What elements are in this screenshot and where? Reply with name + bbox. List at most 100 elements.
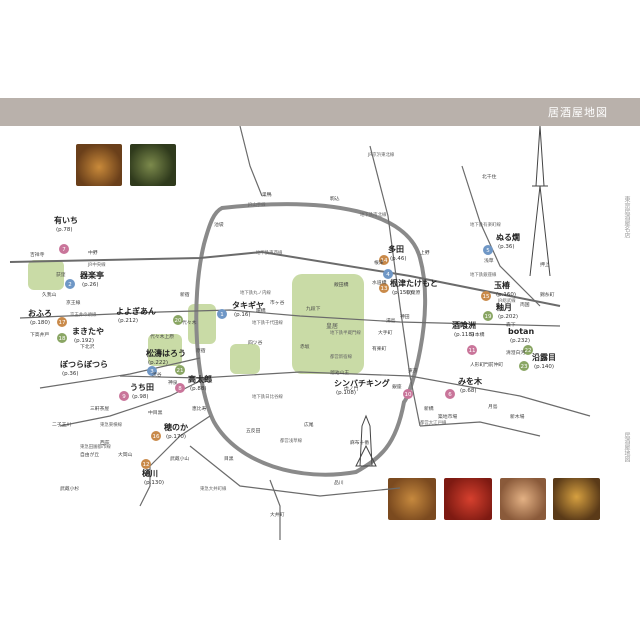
shop-pin-number: 5 — [486, 248, 490, 254]
shop-pin — [481, 291, 491, 301]
station-label: 駒込 — [330, 195, 340, 202]
station-label: 溜池山王 — [330, 369, 349, 376]
shop-name: 高太郎 — [188, 374, 212, 384]
station-label: 秋葉原 — [406, 289, 421, 296]
station-label: 広尾 — [304, 421, 314, 428]
station-label: 飯田橋 — [334, 281, 349, 288]
shop-pin-number: 17 — [59, 320, 66, 326]
page-title: 居酒屋地図 — [548, 106, 608, 119]
shop-name: よよぎあん — [116, 306, 156, 316]
station-label: 両国 — [520, 302, 530, 308]
shop-name: おふろ — [28, 309, 52, 318]
shop-name: 多田 — [388, 244, 404, 254]
station-label: 清澄白河 — [506, 349, 525, 356]
shop-page-ref: (p.118) — [454, 332, 474, 338]
station-label: 吉祥寺 — [30, 251, 45, 258]
side-label-upper: 東京居酒屋名店 — [623, 196, 630, 238]
shop-page-ref: (p.192) — [74, 338, 94, 344]
station-label: 森下 — [506, 321, 516, 328]
park-area — [230, 344, 260, 374]
shop-pin — [379, 283, 389, 293]
shop-pin — [403, 389, 413, 399]
shop-pin-number: 10 — [405, 392, 412, 398]
shop-pin-number: 15 — [483, 294, 490, 300]
station-label: 中目黒 — [148, 409, 163, 416]
shop-pin-number: 14 — [381, 258, 388, 264]
station-label: 三軒茶屋 — [90, 405, 109, 412]
station-label: 神田 — [400, 313, 410, 320]
shop-page-ref: (p.130) — [144, 480, 164, 486]
line-label: 地下鉄南北線 — [360, 211, 387, 218]
shop-page-ref: (p.46) — [390, 256, 407, 262]
palace-label: 皇居 — [326, 322, 338, 330]
shop-pin — [57, 333, 67, 343]
shop-pin-number: 1 — [220, 312, 224, 318]
shop-pin-number: 11 — [469, 348, 476, 354]
line-label: 地下鉄銀座線 — [470, 271, 497, 278]
shop-pin — [175, 383, 185, 393]
shop-pin-number: 9 — [122, 394, 126, 400]
station-label: 代々木上原 — [150, 333, 174, 340]
line-label: 地下鉄千代田線 — [252, 319, 283, 326]
shop-name: みを木 — [458, 376, 483, 386]
shop-pin-number: 7 — [62, 247, 66, 253]
shop-name: シンバチキング — [334, 378, 390, 388]
shop-pin — [57, 317, 67, 327]
station-label: 虎ノ門 — [344, 385, 359, 392]
shop-pin — [379, 255, 389, 265]
food-photo-shellfish — [76, 144, 122, 186]
station-label: 下北沢 — [80, 343, 95, 350]
shop-pin — [65, 279, 75, 289]
line-label: 都営大江戸線 — [420, 419, 447, 426]
shop-pins: 1タキギヤ(p.16)2器楽亭(p.26)3ぼつらぼつら(p.36)4多田(p.… — [28, 215, 556, 486]
rail-lines — [9, 126, 591, 540]
station-label: 池袋 — [214, 221, 224, 228]
station-label: 二子玉川 — [52, 421, 71, 428]
park-area — [148, 334, 182, 366]
station-label: 表参道 — [198, 377, 213, 384]
shop-pin-number: 23 — [521, 364, 528, 370]
shop-page-ref: (p.202) — [498, 314, 518, 320]
header-band — [0, 98, 640, 126]
station-label: 久我山 — [42, 291, 57, 298]
line-label: JR中央線 — [87, 261, 106, 268]
shop-page-ref: (p.78) — [56, 227, 73, 233]
station-label: 新木場 — [510, 413, 525, 420]
station-label: 曙橋 — [256, 307, 266, 314]
shop-pin — [141, 459, 151, 469]
tokyo-izakaya-map: 皇居 1タキギヤ(p.16)2器楽亭(p.26)3ぼつらぼつら(p.36)4多田… — [9, 126, 591, 540]
line-label: 地下鉄丸ノ内線 — [240, 289, 271, 296]
shop-pin-number: 6 — [448, 392, 452, 398]
station-label: 錦糸町 — [540, 291, 555, 298]
station-label: 銀座 — [392, 383, 402, 390]
shop-pin-number: 12 — [143, 462, 150, 468]
shop-name: 沿露目 — [532, 352, 556, 362]
line-label: 地下鉄東西線 — [256, 249, 283, 256]
shop-pin — [383, 269, 393, 279]
line-label: 地下鉄日比谷線 — [252, 393, 283, 400]
shop-name: うち田 — [130, 383, 154, 392]
shop-page-ref: (p.212) — [118, 318, 138, 324]
shop-page-ref: (p.68) — [460, 388, 477, 394]
shop-name: 器楽亭 — [79, 270, 104, 280]
shop-page-ref: (p.170) — [166, 434, 186, 440]
shop-pin — [523, 345, 533, 355]
shop-pin — [151, 431, 161, 441]
shop-pin-number: 19 — [485, 314, 492, 320]
station-label: 赤坂 — [300, 343, 310, 350]
shop-page-ref: (p.36) — [498, 244, 515, 250]
station-label: 築地市場 — [438, 413, 457, 420]
station-label: 大井町 — [270, 511, 285, 518]
shop-pin — [173, 315, 183, 325]
food-photo-peas — [130, 144, 176, 186]
shop-pin-number: 20 — [175, 318, 182, 324]
shop-name: 釉月 — [496, 302, 512, 312]
shop-pin — [175, 365, 185, 375]
shop-pin-number: 3 — [150, 369, 154, 375]
shop-name: ぬる燗 — [496, 232, 520, 242]
shop-pin-number: 8 — [178, 386, 182, 392]
shop-page-ref: (p.222) — [148, 360, 168, 366]
shop-pin-number: 21 — [177, 368, 184, 374]
shop-pin — [445, 389, 455, 399]
